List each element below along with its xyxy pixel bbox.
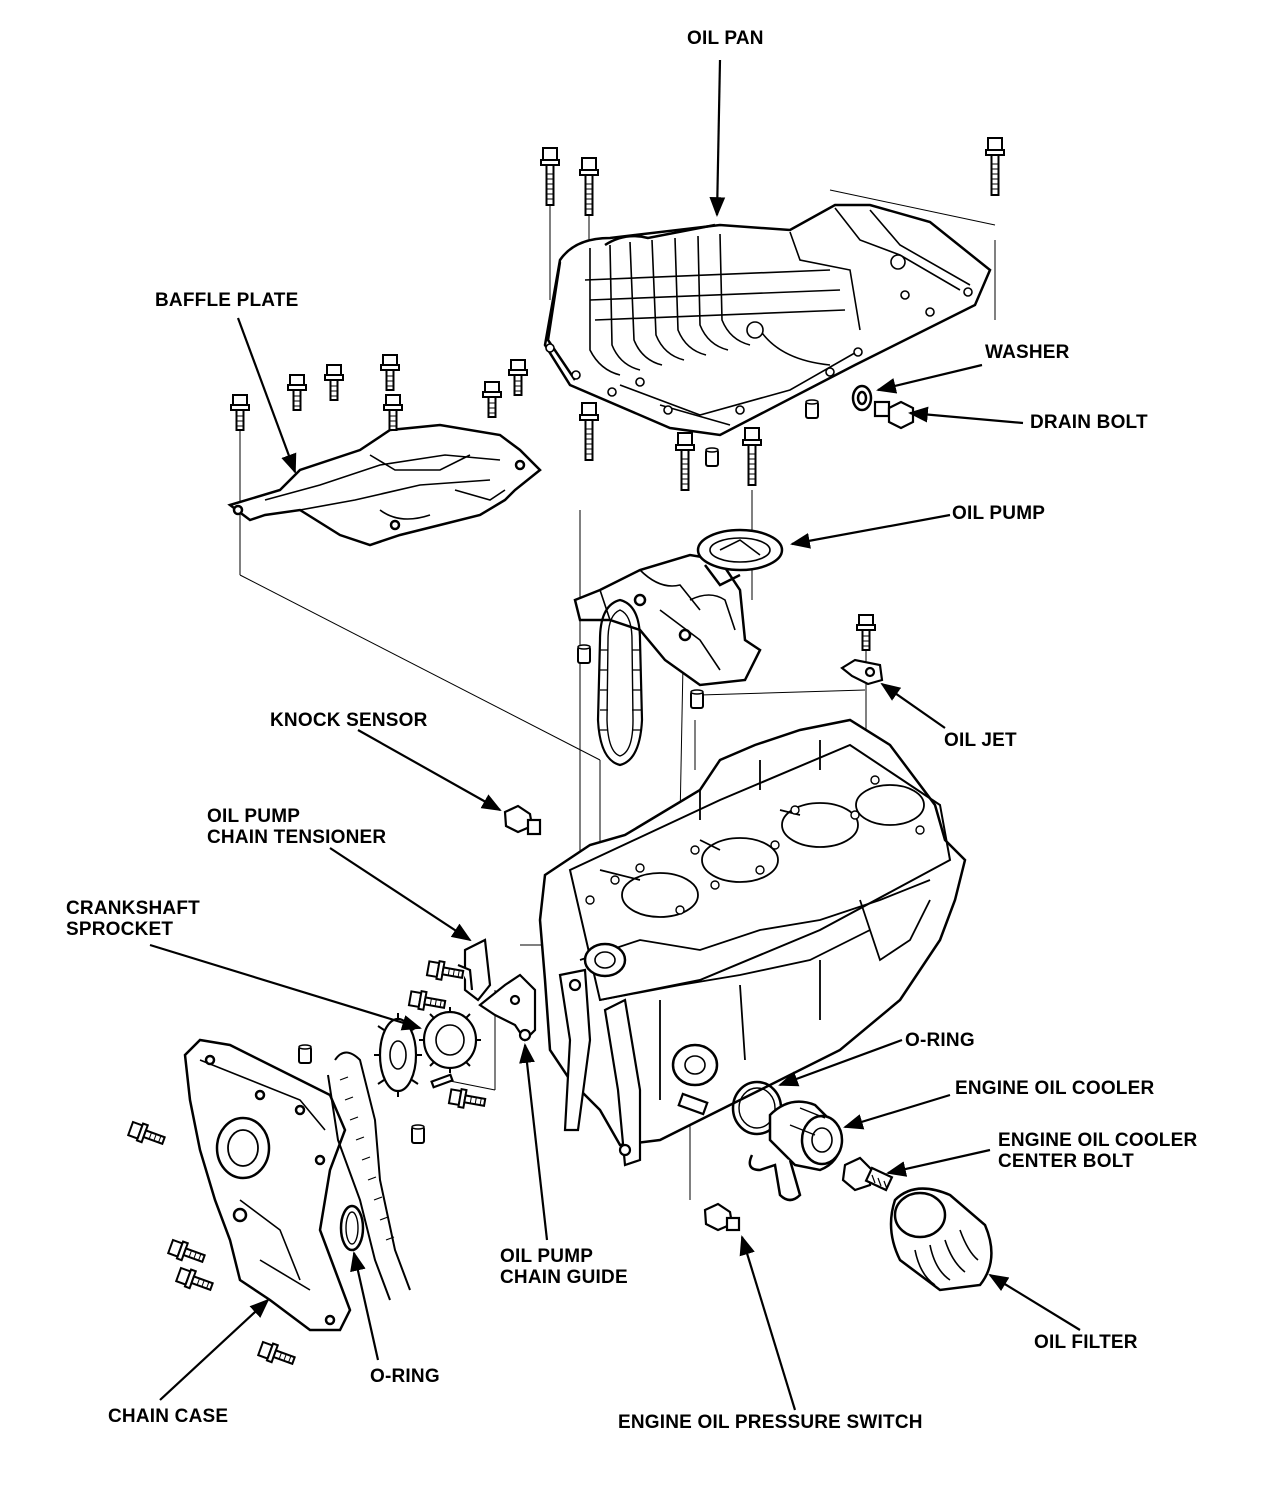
oil-pump-drive-chain — [596, 598, 644, 767]
label-line: ENGINE OIL COOLER — [998, 1130, 1198, 1151]
baffle-plate-leader — [236, 317, 297, 474]
oil-pump-chain-guide-part — [478, 973, 537, 1042]
oil-pump — [573, 528, 784, 687]
label-oil-jet: OIL JET — [944, 730, 1017, 751]
oil-filter-part — [889, 1187, 993, 1292]
o-ring-right-leader — [778, 1038, 903, 1087]
oil-pan — [543, 203, 992, 437]
baffle-plate — [227, 423, 542, 547]
timing-chain — [327, 1051, 411, 1301]
label-o-ring-right: O-RING — [905, 1030, 975, 1051]
label-oil-pan: OIL PAN — [687, 28, 764, 49]
chain-guide-leader — [519, 1043, 549, 1241]
label-engine-oil-cooler-center-bolt: ENGINE OIL COOLER CENTER BOLT — [998, 1130, 1197, 1172]
label-knock-sensor: KNOCK SENSOR — [270, 710, 428, 731]
leader-arrows — [149, 59, 1081, 1411]
chain-case — [183, 1038, 352, 1332]
engine-oil-pressure-switch-part — [677, 1092, 741, 1232]
label-oil-pump: OIL PUMP — [952, 503, 1046, 524]
washer-part — [851, 384, 873, 412]
label-drain-bolt: DRAIN BOLT — [1030, 412, 1148, 433]
label-engine-oil-pressure-switch: ENGINE OIL PRESSURE SWITCH — [618, 1412, 923, 1433]
pressure-switch-leader — [739, 1235, 797, 1411]
knock-sensor-part — [503, 804, 542, 836]
tensioner-leader — [329, 847, 472, 942]
label-line: CHAIN TENSIONER — [207, 827, 387, 848]
engine-oil-cooler-center-bolt-part — [841, 1156, 894, 1192]
oil-pump-leader — [790, 513, 951, 549]
label-line: OIL PUMP — [207, 806, 301, 827]
engine-oil-cooler-part — [748, 1100, 844, 1202]
label-crankshaft-sprocket: CRANKSHAFT SPROCKET — [66, 898, 200, 940]
label-oil-pump-chain-tensioner: OIL PUMP CHAIN TENSIONER — [207, 806, 386, 848]
crankshaft-sprocket-part — [374, 1007, 488, 1113]
center-bolt-leader — [886, 1148, 991, 1177]
label-chain-case: CHAIN CASE — [108, 1406, 229, 1427]
oil-jet-part — [840, 613, 884, 686]
label-line: OIL PUMP — [500, 1246, 594, 1267]
o-ring-bottom-leader — [350, 1251, 380, 1361]
oil-pump-chain-tensioner-part — [407, 938, 492, 1015]
drain-bolt-leader — [908, 406, 1024, 425]
oil-filter-leader — [988, 1273, 1081, 1331]
label-line: CHAIN GUIDE — [500, 1267, 628, 1288]
drain-bolt-part — [873, 400, 915, 430]
label-washer: WASHER — [985, 342, 1070, 363]
label-line: CENTER BOLT — [998, 1151, 1134, 1172]
crankshaft-sprocket-leader — [149, 943, 422, 1031]
oil-pan-leader — [709, 59, 726, 217]
label-oil-filter: OIL FILTER — [1034, 1332, 1138, 1353]
timing-chain-guides — [558, 968, 642, 1167]
knock-sensor-leader — [357, 729, 502, 811]
oil-jet-leader — [880, 682, 946, 729]
oil-cooler-leader — [843, 1093, 951, 1130]
label-oil-pump-chain-guide: OIL PUMP CHAIN GUIDE — [500, 1246, 628, 1288]
chain-case-leader — [159, 1298, 270, 1401]
label-o-ring-bottom: O-RING — [370, 1366, 440, 1387]
label-baffle-plate: BAFFLE PLATE — [155, 290, 299, 311]
label-line: CRANKSHAFT — [66, 898, 200, 919]
label-engine-oil-cooler: ENGINE OIL COOLER — [955, 1078, 1155, 1099]
label-line: SPROCKET — [66, 919, 174, 940]
washer-leader — [876, 363, 983, 394]
o-ring-bottom-part — [339, 1204, 365, 1252]
